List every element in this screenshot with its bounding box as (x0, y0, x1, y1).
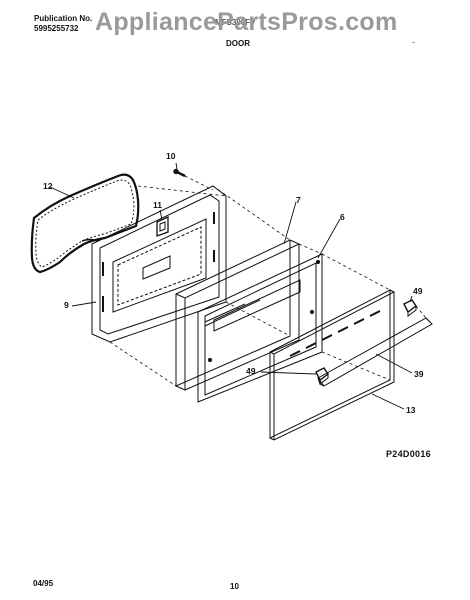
publication-label: Publication No. (34, 14, 93, 23)
door-frame (91, 185, 227, 343)
callout-39: 39 (414, 369, 424, 379)
screw (173, 168, 186, 178)
corner-mark: - (412, 37, 415, 47)
callout-49-right: 49 (413, 286, 423, 296)
callout-9: 9 (64, 300, 69, 310)
publication-number: 5995255732 (34, 24, 79, 33)
insulation-pack (175, 239, 301, 391)
callout-12: 12 (43, 181, 53, 191)
door-gasket (30, 173, 140, 274)
footer-date: 04/95 (33, 579, 54, 588)
callout-13: 13 (406, 405, 416, 415)
alignment-lines (109, 175, 427, 387)
model-number: MFS300FV (215, 18, 256, 27)
inner-door-panel (197, 253, 323, 403)
footer-page: 10 (230, 582, 239, 591)
leader-lines (49, 162, 413, 410)
figure-id: P24D0016 (386, 449, 431, 459)
callout-10: 10 (166, 151, 176, 161)
handle-endcap-left (315, 367, 329, 385)
section-title: DOOR (226, 39, 250, 48)
callout-11: 11 (153, 200, 162, 210)
callout-49-left: 49 (246, 366, 256, 376)
callout-6: 6 (340, 212, 345, 222)
handle-endcap-right (403, 299, 417, 317)
callout-7: 7 (296, 195, 301, 205)
watermark: AppliancePartsPros.com (95, 8, 398, 36)
